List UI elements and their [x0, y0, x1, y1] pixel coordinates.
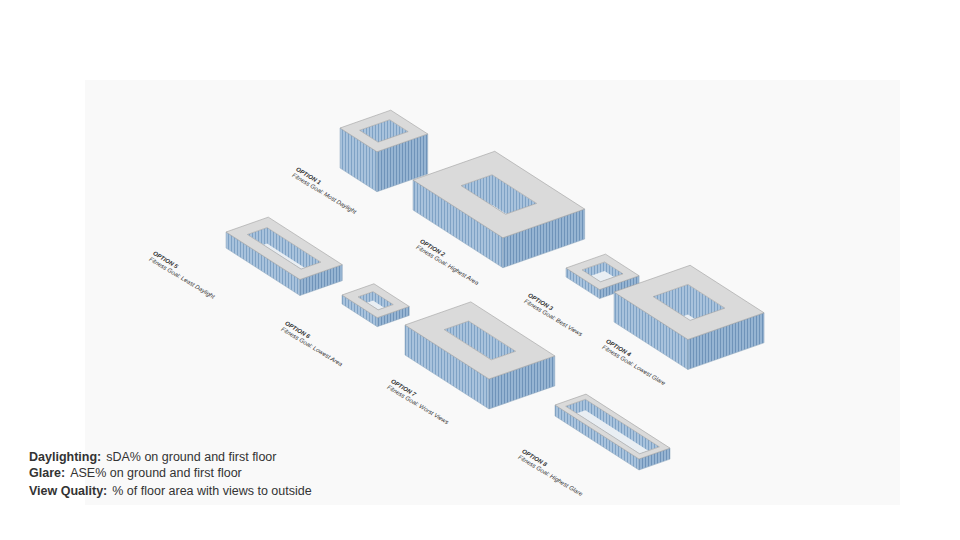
building-massing — [342, 284, 409, 327]
backdrop — [85, 80, 900, 505]
roof — [566, 254, 639, 289]
building-massing — [614, 265, 764, 369]
roof — [340, 110, 428, 152]
metric-definition: sDA% on ground and first floor — [106, 450, 276, 464]
metric-term: Daylighting: — [29, 450, 101, 464]
metric-note: Glare: ASE% on ground and first floor — [29, 466, 242, 480]
roof — [614, 265, 764, 339]
roof — [342, 284, 409, 318]
roof — [555, 394, 670, 459]
metric-term: Glare: — [29, 466, 65, 480]
metric-definition: ASE% on ground and first floor — [70, 466, 242, 480]
roof — [405, 302, 555, 379]
building-massing — [405, 302, 555, 409]
roof — [226, 217, 342, 279]
metric-definition: % of floor area with views to outside — [112, 484, 311, 498]
building-massing — [226, 217, 342, 295]
metric-note: Daylighting: sDA% on ground and first flo… — [29, 450, 276, 464]
roof — [413, 151, 585, 237]
courtyard-wall — [566, 399, 660, 453]
courtyard-floor — [360, 160, 409, 182]
metric-term: View Quality: — [29, 484, 107, 498]
building-massing — [555, 394, 670, 470]
buildings — [226, 110, 764, 470]
metric-note: View Quality: % of floor area with views … — [29, 484, 312, 498]
